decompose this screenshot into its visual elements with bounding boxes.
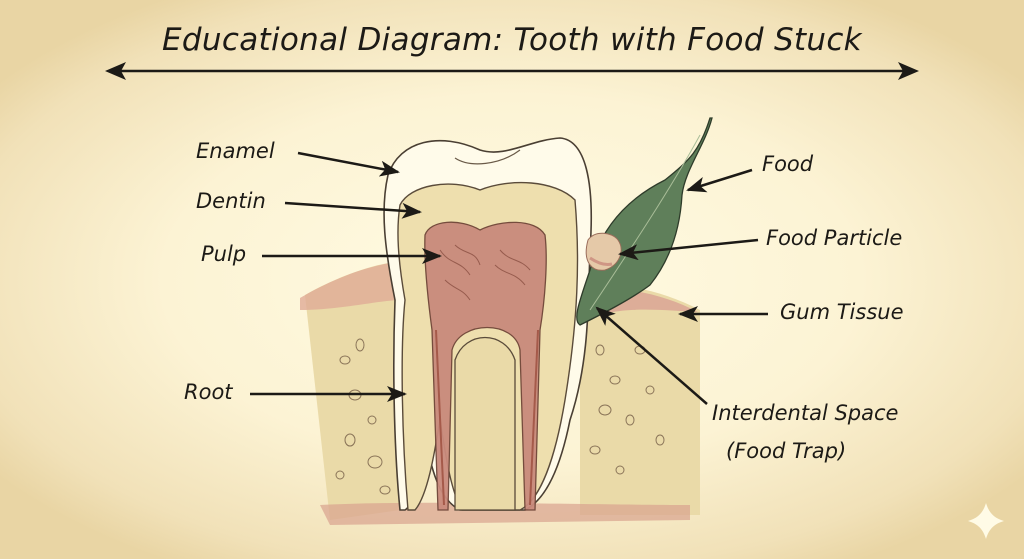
jaw-bone: [300, 262, 700, 525]
label-dentin: Dentin: [196, 189, 266, 213]
label-food: Food: [762, 152, 814, 176]
label-food-particle: Food Particle: [766, 226, 903, 250]
leader-arrows: [250, 151, 768, 405]
label-interdental-space: Interdental Space: [712, 401, 899, 425]
label-gum-tissue: Gum Tissue: [780, 300, 904, 324]
label-food-trap: (Food Trap): [726, 439, 847, 463]
label-enamel: Enamel: [196, 139, 275, 163]
label-pulp: Pulp: [201, 242, 247, 266]
tooth: [383, 137, 593, 511]
food-leaf: [576, 117, 713, 326]
title-double-arrow: [105, 62, 919, 80]
sparkle-icon: [968, 503, 1004, 539]
diagram-title: Educational Diagram: Tooth with Food Stu…: [162, 22, 862, 58]
label-root: Root: [184, 380, 233, 404]
